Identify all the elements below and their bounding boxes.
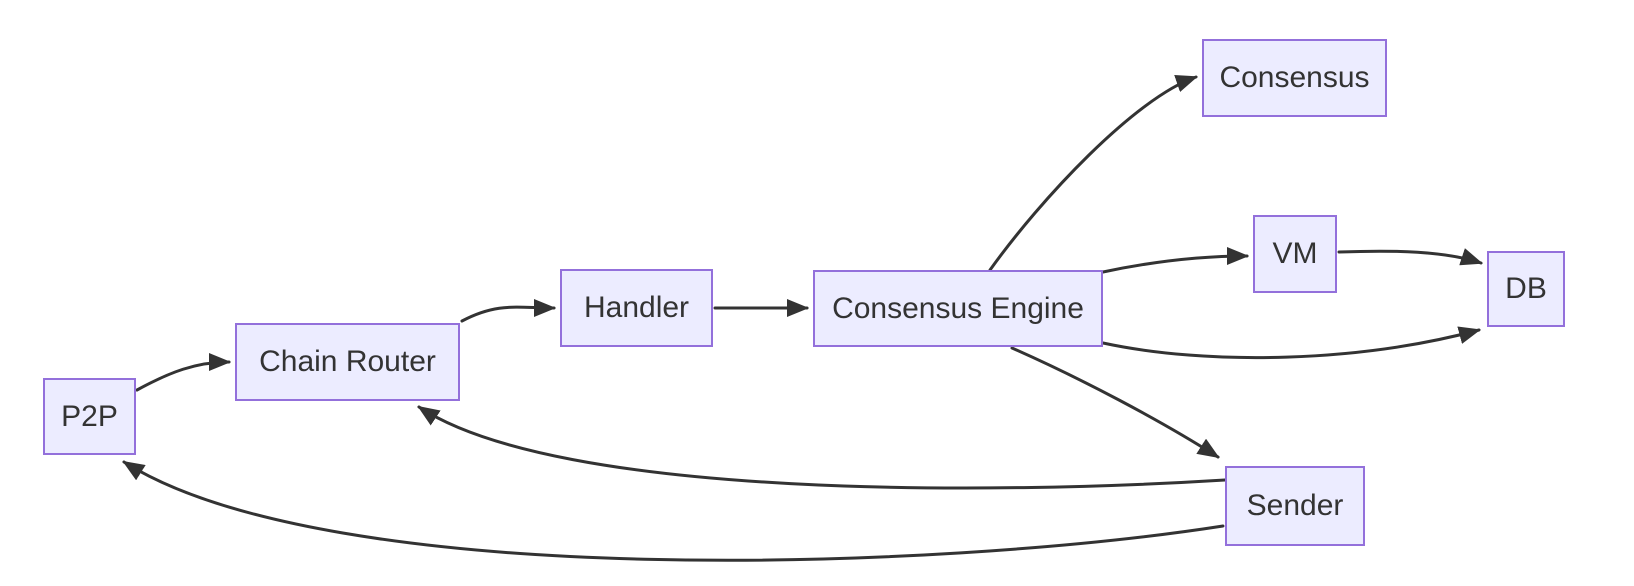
node-db-label: DB — [1505, 272, 1547, 305]
node-vm-label: VM — [1272, 237, 1318, 270]
edge-sender-to-p2p — [122, 460, 1225, 562]
node-consensus-engine: Consensus Engine — [813, 270, 1103, 347]
node-handler-label: Handler — [583, 291, 690, 324]
node-consensus-engine-label: Consensus Engine — [832, 291, 1084, 325]
node-handler: Handler — [560, 269, 713, 347]
node-sender-label: Sender — [1246, 489, 1344, 522]
node-sender: Sender — [1225, 466, 1365, 546]
edge-chain-router-to-handler — [460, 298, 556, 323]
edge-consensus-engine-to-consensus — [988, 75, 1198, 272]
node-vm: VM — [1253, 215, 1337, 293]
edge-consensus-engine-to-sender — [1010, 346, 1220, 459]
edge-vm-to-db — [1337, 248, 1483, 266]
edge-sender-to-chain-router — [417, 405, 1227, 490]
node-p2p: P2P — [43, 378, 136, 455]
edge-consensus-engine-to-db — [1101, 326, 1481, 360]
node-db: DB — [1487, 251, 1565, 327]
edge-consensus-engine-to-vm — [1101, 247, 1249, 274]
node-consensus: Consensus — [1202, 39, 1387, 117]
node-chain-router: Chain Router — [235, 323, 460, 401]
node-p2p-label: P2P — [61, 399, 118, 433]
node-chain-router-label: Chain Router — [259, 345, 436, 378]
node-consensus-label: Consensus — [1219, 61, 1370, 94]
edge-p2p-to-chain-router — [135, 353, 231, 392]
